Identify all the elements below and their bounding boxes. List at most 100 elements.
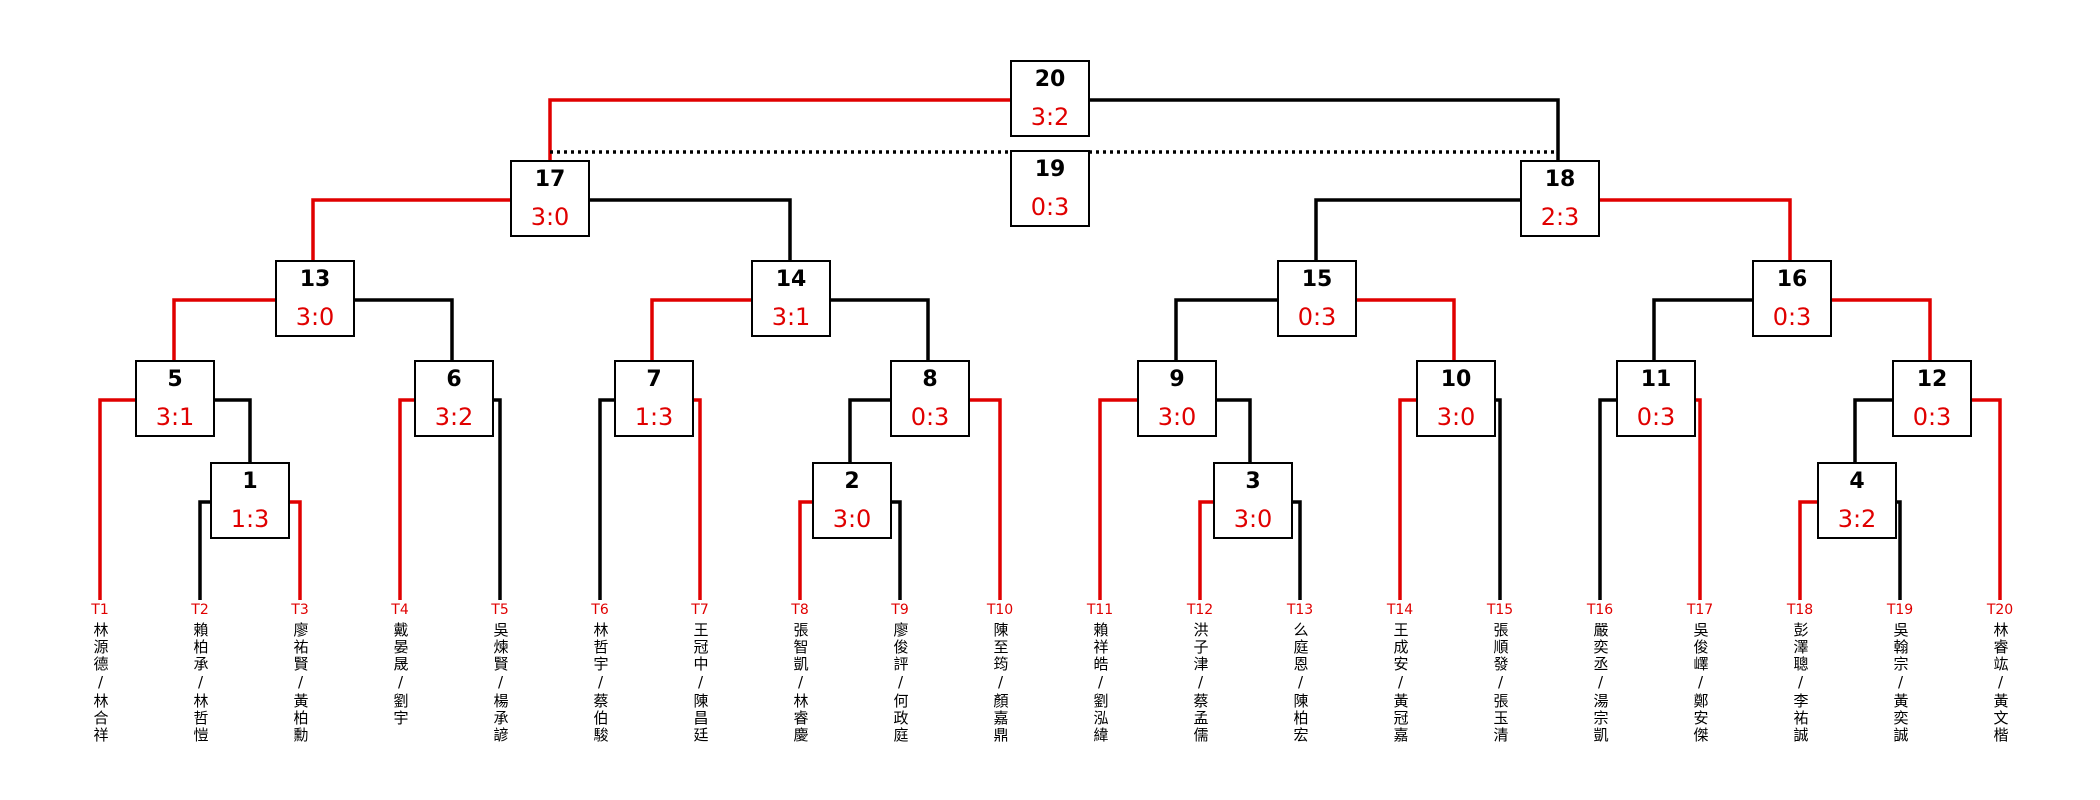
bracket-connector (1798, 500, 1817, 600)
bracket-connector (970, 398, 1002, 600)
team-players: 張順發/張玉清 (1491, 622, 1510, 744)
match-score: 2:3 (1540, 203, 1580, 231)
match-score: 3:0 (1436, 403, 1476, 431)
team-entry-T14: T14 王成安/黃冠嘉 (1386, 602, 1414, 744)
bracket-connector (1972, 398, 2002, 600)
bracket-connector (1600, 198, 1792, 260)
bracket-connector (1496, 398, 1502, 600)
team-id: T1 (91, 602, 109, 618)
bracket-connector (1398, 398, 1416, 600)
match-score: 3:2 (434, 403, 474, 431)
team-players: 林源德/林合祥 (91, 622, 110, 744)
bracket-connector (650, 298, 751, 360)
match-number: 3 (1245, 469, 1261, 494)
bracket-connector (1897, 500, 1902, 600)
match-number: 19 (1034, 157, 1066, 182)
team-id: T5 (491, 602, 509, 618)
bracket-connector (1174, 298, 1277, 360)
team-id: T16 (1586, 602, 1614, 618)
team-entry-T4: T4 戴晏晟/劉宇 (386, 602, 414, 727)
match-number: 8 (922, 367, 938, 392)
team-id: T2 (191, 602, 209, 618)
match-score: 3:2 (1030, 103, 1070, 131)
bracket-connector (398, 398, 414, 600)
match-score: 3:0 (832, 505, 872, 533)
match-number: 12 (1916, 367, 1948, 392)
bracket-connector (1652, 298, 1752, 360)
match-score: 3:0 (1157, 403, 1197, 431)
bracket-connector (892, 500, 902, 600)
team-id: T12 (1186, 602, 1214, 618)
bracket-connector (798, 500, 812, 600)
match-number: 13 (299, 267, 331, 292)
match-number: 1 (242, 469, 258, 494)
team-entry-T2: T2 賴柏承/林哲愷 (186, 602, 214, 744)
bracket-connector (172, 298, 275, 360)
team-entry-T15: T15 張順發/張玉清 (1486, 602, 1514, 744)
team-entry-T7: T7 王冠中/陳昌廷 (686, 602, 714, 744)
team-id: T17 (1686, 602, 1714, 618)
match-score: 3:0 (530, 203, 570, 231)
team-id: T14 (1386, 602, 1414, 618)
team-entry-T11: T11 賴祥皓/劉泓緯 (1086, 602, 1114, 744)
match-number: 4 (1849, 469, 1865, 494)
team-players: 廖俊評/何政庭 (891, 622, 910, 744)
match-score: 0:3 (1030, 193, 1070, 221)
match-score: 0:3 (1912, 403, 1952, 431)
bracket-connector (494, 398, 502, 600)
team-id: T15 (1486, 602, 1514, 618)
bracket-connector (311, 198, 510, 260)
team-players: 王成安/黃冠嘉 (1391, 622, 1410, 744)
team-players: 戴晏晟/劉宇 (391, 622, 410, 727)
team-id: T13 (1286, 602, 1314, 618)
team-id: T4 (391, 602, 409, 618)
match-number: 9 (1169, 367, 1185, 392)
team-id: T11 (1086, 602, 1114, 618)
match-score: 3:0 (295, 303, 335, 331)
team-players: 林睿竑/黃文楷 (1991, 622, 2010, 744)
team-players: 么庭恩/陳柏宏 (1291, 622, 1310, 744)
team-players: 賴柏承/林哲愷 (191, 622, 210, 744)
match-number: 6 (446, 367, 462, 392)
team-players: 王冠中/陳昌廷 (691, 622, 710, 744)
team-id: T7 (691, 602, 709, 618)
bracket-connector (831, 298, 930, 360)
team-id: T8 (791, 602, 809, 618)
team-players: 賴祥皓/劉泓緯 (1091, 622, 1110, 744)
team-id: T20 (1986, 602, 2014, 618)
match-score: 3:1 (155, 403, 195, 431)
match-score: 3:0 (1233, 505, 1273, 533)
bracket-connector (848, 398, 890, 462)
team-id: T18 (1786, 602, 1814, 618)
match-number: 17 (534, 167, 566, 192)
match-score: 0:3 (1636, 403, 1676, 431)
match-number: 18 (1544, 167, 1576, 192)
team-entry-T17: T17 吳俊嶧/鄭安傑 (1686, 602, 1714, 744)
team-players: 吳俊嶧/鄭安傑 (1691, 622, 1710, 744)
bracket-connector (1832, 298, 1932, 360)
match-score: 0:3 (1772, 303, 1812, 331)
bracket-connector (98, 398, 135, 600)
match-number: 2 (844, 469, 860, 494)
bracket-connector (215, 398, 252, 462)
